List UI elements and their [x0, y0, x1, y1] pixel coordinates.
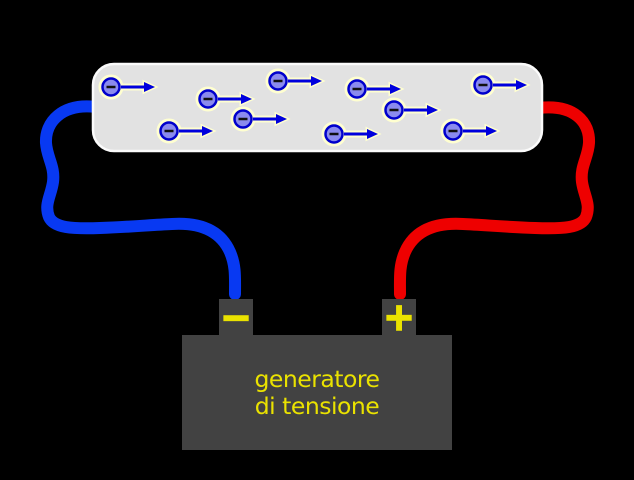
drift-arrow	[121, 82, 155, 92]
negative-wire	[40, 100, 242, 300]
electron	[265, 68, 326, 94]
electron	[344, 76, 405, 102]
generator-label-line2: di tensione	[255, 392, 380, 420]
positive-wire	[393, 101, 595, 300]
electrons-layer	[98, 68, 531, 147]
electron	[98, 74, 159, 100]
electron	[195, 86, 256, 112]
electron	[156, 118, 217, 144]
electron	[321, 121, 382, 147]
drift-arrow	[463, 126, 497, 136]
drift-arrow	[404, 105, 438, 115]
electron	[470, 72, 531, 98]
drift-arrow	[218, 94, 252, 104]
generator-label-line1: generatore	[255, 365, 380, 393]
drift-arrow	[253, 114, 287, 124]
voltage-generator: − + generatore di tensione	[182, 294, 452, 450]
generator-body	[182, 335, 452, 450]
negative-terminal-symbol: −	[220, 295, 252, 339]
drift-arrow	[367, 84, 401, 94]
drift-arrow	[179, 126, 213, 136]
positive-terminal-symbol: +	[383, 295, 415, 339]
drift-arrow	[493, 80, 527, 90]
drift-arrow	[288, 76, 322, 86]
positive-terminal	[382, 299, 416, 339]
electron	[230, 106, 291, 132]
drift-arrow	[344, 129, 378, 139]
negative-terminal	[219, 299, 253, 339]
electron	[440, 118, 501, 144]
electron	[381, 97, 442, 123]
